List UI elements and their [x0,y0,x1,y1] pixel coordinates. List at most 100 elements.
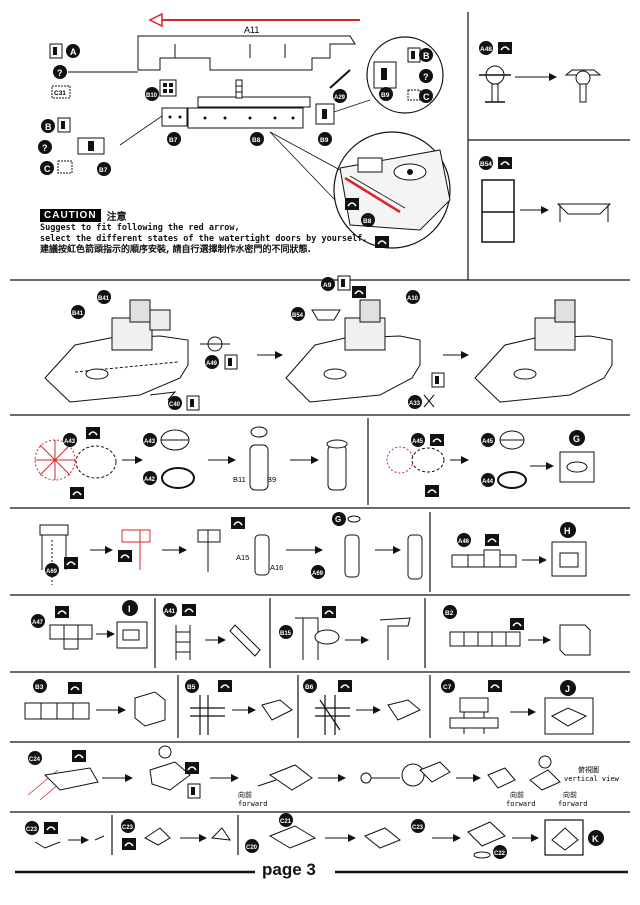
glue-icon [509,617,525,631]
glue-icon [230,516,246,530]
callout-b-badge-2 [419,48,433,62]
page-number: page 3 [262,860,316,879]
callout-b-badge [41,119,55,133]
label-b54: B54 [480,161,492,168]
label-b54-ship: B54 [292,313,304,319]
label-a16: A16 [270,563,283,572]
label-a69-2: A69 [312,571,324,577]
label-c23-1: C23 [26,827,38,833]
label-a41: A41 [164,609,176,615]
label-b9-detail: B9 [381,92,390,99]
label-a29: A29 [334,95,346,101]
glue-icon [43,821,59,835]
b10-badge [145,87,159,101]
label-forward-cn-2: 向前 [510,790,524,799]
glue-icon [181,603,197,617]
label-b3: B3 [35,684,44,691]
red-arrow-head [148,12,163,28]
paper-icon [337,275,351,291]
paper-icon [49,43,63,59]
glue-icon [63,556,79,570]
label-c21: C21 [280,819,292,825]
glue-icon [184,761,200,775]
label-a43-2: A43 [144,439,156,445]
caution-line-1: Suggest to fit following the red arrow, [40,223,240,233]
step-gun-mount: C24 向前 forward 向前 forward 俯視圖 vertical v… [27,745,620,808]
label-a42: A42 [144,477,156,483]
label-b41-2: B41 [98,296,110,302]
label-b11: B11 [233,475,246,484]
step-superstructure: A11 A ? C31 B10 B7 B8 B9 [38,12,451,249]
label-b9: B9 [320,137,329,144]
label-c23-3: C23 [412,825,424,831]
label-b7: B7 [169,137,178,144]
glue-icon [497,41,513,55]
glue-icon [484,533,500,547]
callout-c-label: C [44,164,51,174]
part-b8 [187,107,304,129]
b8-detail-badge [361,213,375,227]
paper-icon [224,354,238,370]
step-a48: A48 [479,41,602,103]
label-c24: C24 [29,757,41,763]
glue-icon [337,679,353,693]
callout-b-label: B [45,122,52,132]
label-b5: B5 [187,684,196,691]
label-b8: B8 [252,137,261,144]
paper-icon [407,47,421,63]
label-forward-cn-3: 向前 [563,790,577,799]
label-forward-3: forward [558,800,588,808]
callout-c-badge-2 [419,89,433,103]
paper-icon [187,783,201,799]
label-b7-detail: B7 [99,167,108,174]
caution-tag-cn: 注意 [106,212,127,223]
b8-badge [250,132,264,146]
label-c31: C31 [54,90,66,97]
b7-badge [167,132,181,146]
label-c22: C22 [494,851,506,857]
glue-icon [121,837,137,851]
label-a15: A15 [236,553,249,562]
label-forward-2: forward [506,800,536,808]
caution-note: CAUTION 注意 Suggest to fit following the … [40,208,460,256]
callout-a-badge [66,44,80,58]
b9-detail-badge [379,87,393,101]
label-a43-1: A43 [64,439,76,445]
caution-line-2: select the different states of the water… [40,234,368,244]
question-label: ? [57,68,63,78]
question-badge [53,65,67,79]
step-ship-assembly: B41 B41 A49 C40 B54 A9 A10 A33 [44,275,613,411]
glue-icon [71,749,87,763]
label-i: I [128,604,131,614]
label-b8-detail: B8 [363,218,372,225]
label-c23-2: C23 [122,825,134,831]
question-badge [38,140,52,154]
glue-icon [321,605,337,619]
label-forward-cn-1: 向前 [238,790,252,799]
label-forward-1: forward [238,800,268,808]
label-a11: A11 [244,25,259,35]
caution-tag: CAUTION [40,209,101,222]
glue-icon [67,681,83,695]
paper-icon [57,117,71,133]
caution-line-3: 建議按紅色箭頭指示的順序安裝, 請自行選擇制作水密門的不同狀態. [40,245,311,255]
glue-icon [429,433,445,447]
part-b8-top [197,96,311,108]
label-vertical-cn: 俯視圖 [578,765,599,774]
b9-badge [318,132,332,146]
label-vertical-view: vertical view [564,775,620,783]
label-h: H [564,526,571,536]
glue-icon [217,679,233,693]
glue-icon [351,285,367,299]
question-badge [419,69,433,83]
label-g: G [573,434,580,444]
page-footer: page 3 [0,858,640,888]
label-a69-1: A69 [46,569,58,575]
step-final-assembly: C23 C23 C21 C20 C23 C22 K [25,813,604,859]
glue-icon [69,486,85,500]
section-dividers [10,12,630,855]
label-a45-1: A45 [412,439,424,445]
glue-icon [85,426,101,440]
label-a46: A46 [458,539,470,545]
label-b15: B15 [280,631,292,637]
